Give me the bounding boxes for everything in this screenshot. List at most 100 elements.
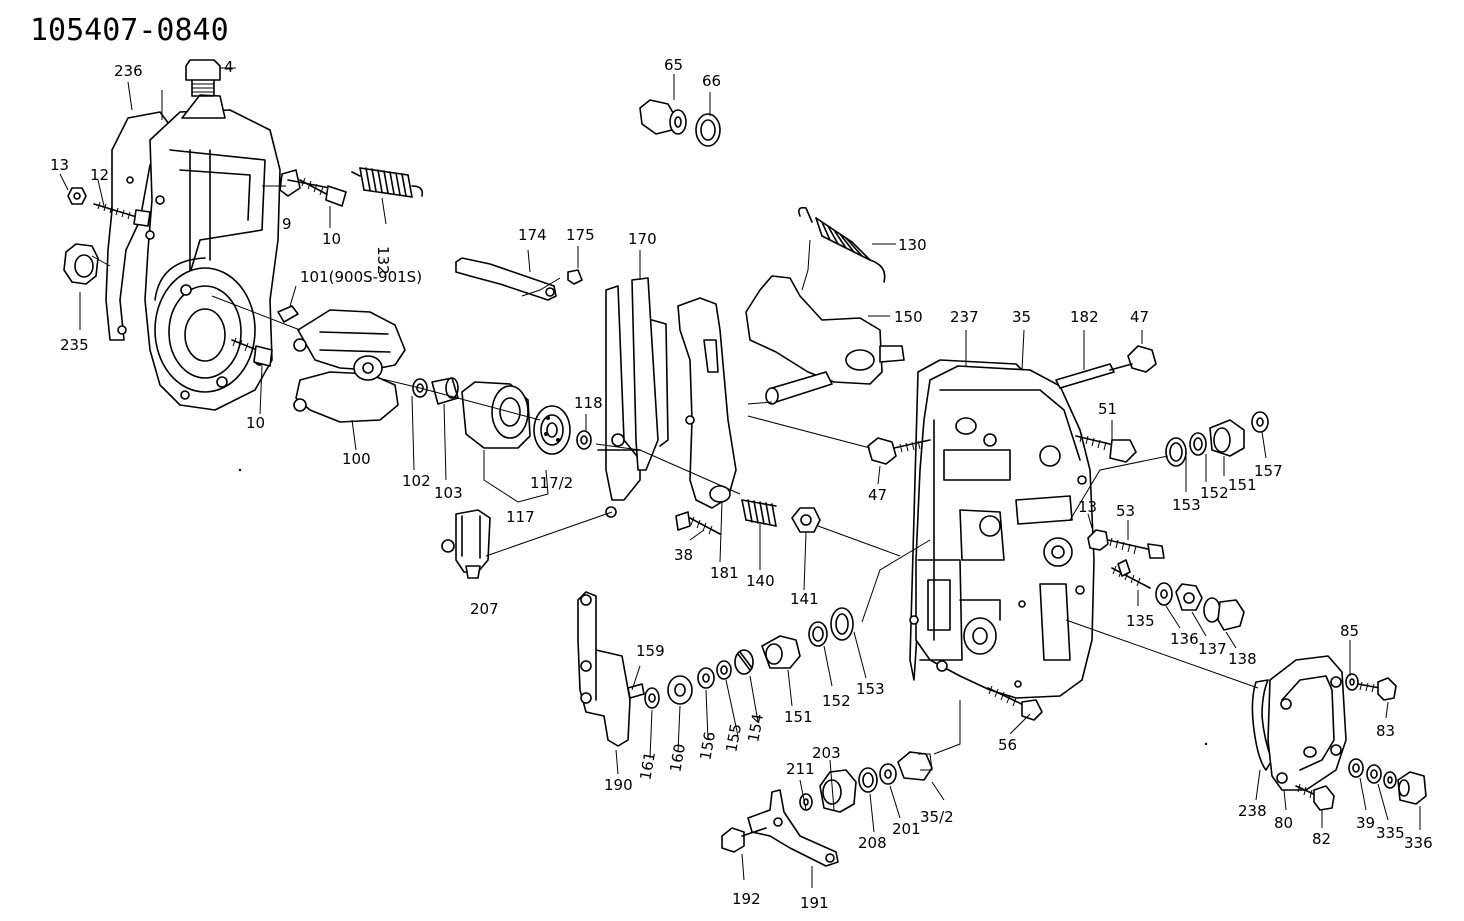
ring-66 — [695, 113, 721, 147]
screw-38 — [675, 511, 721, 535]
speck — [1204, 742, 1208, 746]
bolt-10-upper — [299, 177, 347, 207]
label-191: 191 — [800, 894, 829, 912]
label-51: 51 — [1098, 400, 1117, 418]
screw-53 — [1107, 537, 1165, 559]
pump-housing-35 — [909, 359, 1095, 699]
pin-182 — [1055, 363, 1115, 389]
label-161: 161 — [636, 750, 659, 781]
bolt-47-upper — [1109, 345, 1157, 373]
label-190: 190 — [604, 776, 633, 794]
washer-155 — [716, 660, 732, 680]
part-labels: 4 236 13 12 9 10 132 235 10 101(900S-901… — [50, 56, 1433, 912]
part-number-title: 105407-0840 — [30, 13, 229, 48]
label-10-lower: 10 — [246, 414, 265, 432]
washer-85 — [1345, 673, 1359, 691]
label-138: 138 — [1228, 650, 1257, 668]
washer-118 — [576, 430, 592, 450]
label-153-upper: 153 — [1172, 496, 1201, 514]
label-85: 85 — [1340, 622, 1359, 640]
nut-13 — [67, 187, 87, 205]
label-192: 192 — [732, 890, 761, 908]
bushing-235 — [63, 243, 99, 330]
governor-housing — [105, 94, 281, 411]
cap-nut-336 — [1397, 771, 1427, 805]
assembly-lines — [59, 67, 1421, 888]
screw-12 — [93, 201, 151, 227]
label-47-left: 47 — [868, 486, 887, 504]
label-336: 336 — [1404, 834, 1433, 852]
pin-159 — [627, 683, 645, 699]
label-117-2: 117/2 — [530, 474, 573, 492]
label-135: 135 — [1126, 612, 1155, 630]
label-208: 208 — [858, 834, 887, 852]
label-83: 83 — [1376, 722, 1395, 740]
label-201: 201 — [892, 820, 921, 838]
label-35-2: 35/2 — [920, 808, 954, 826]
label-12: 12 — [90, 166, 109, 184]
label-13: 13 — [50, 156, 69, 174]
bolt-83 — [1357, 677, 1397, 701]
sleeve-103 — [431, 377, 459, 405]
label-157: 157 — [1254, 462, 1283, 480]
cap-nut-138 — [1203, 597, 1245, 631]
bolt-47-left — [867, 437, 931, 465]
plug-4 — [185, 59, 221, 97]
plug-151-lower — [761, 635, 801, 669]
label-170: 170 — [628, 230, 657, 248]
label-153-lower: 153 — [856, 680, 885, 698]
washer-157 — [1251, 411, 1269, 433]
lever-assembly-150 — [745, 275, 905, 405]
cap-203 — [819, 769, 857, 813]
label-102: 102 — [402, 472, 431, 490]
spring-132 — [351, 167, 424, 198]
label-140: 140 — [746, 572, 775, 590]
lever-191 — [747, 789, 839, 867]
label-335: 335 — [1376, 824, 1405, 842]
label-175: 175 — [566, 226, 595, 244]
lever-181 — [677, 297, 737, 509]
label-47-upper: 47 — [1130, 308, 1149, 326]
screw-56 — [987, 685, 1043, 721]
washer-39 — [1348, 758, 1364, 778]
label-56: 56 — [998, 736, 1017, 754]
nut-137 — [1175, 583, 1203, 611]
adjuster-207 — [441, 509, 491, 579]
bolt-82 — [1295, 783, 1335, 811]
lever-190 — [577, 591, 631, 747]
adapter-65 — [639, 99, 687, 135]
spring-140 — [741, 499, 777, 527]
washer-335 — [1366, 764, 1382, 784]
label-101: 101(900S-901S) — [300, 268, 422, 286]
washer-335b — [1383, 771, 1397, 789]
label-235: 235 — [60, 336, 89, 354]
label-150: 150 — [894, 308, 923, 326]
label-117: 117 — [506, 508, 535, 526]
nut-13-right — [1087, 529, 1109, 551]
label-4: 4 — [224, 58, 234, 76]
label-174: 174 — [518, 226, 547, 244]
o-ring-152-lower — [808, 621, 828, 647]
label-154: 154 — [744, 712, 767, 743]
label-203: 203 — [812, 744, 841, 762]
label-151-upper: 151 — [1228, 476, 1257, 494]
label-207: 207 — [470, 600, 499, 618]
washer-161 — [644, 687, 660, 709]
bolt-51 — [1075, 433, 1137, 463]
label-211: 211 — [786, 760, 815, 778]
label-100: 100 — [342, 450, 371, 468]
label-13-right: 13 — [1078, 498, 1097, 516]
label-10-upper: 10 — [322, 230, 341, 248]
snap-ring-153-upper — [1165, 437, 1187, 467]
speck — [238, 468, 242, 472]
label-130: 130 — [898, 236, 927, 254]
label-237: 237 — [950, 308, 979, 326]
label-80: 80 — [1274, 814, 1293, 832]
washer-201 — [879, 763, 897, 785]
label-155: 155 — [722, 722, 745, 753]
label-156: 156 — [696, 730, 719, 761]
label-132: 132 — [374, 246, 392, 275]
label-53: 53 — [1116, 502, 1135, 520]
cover-80 — [1267, 655, 1347, 791]
